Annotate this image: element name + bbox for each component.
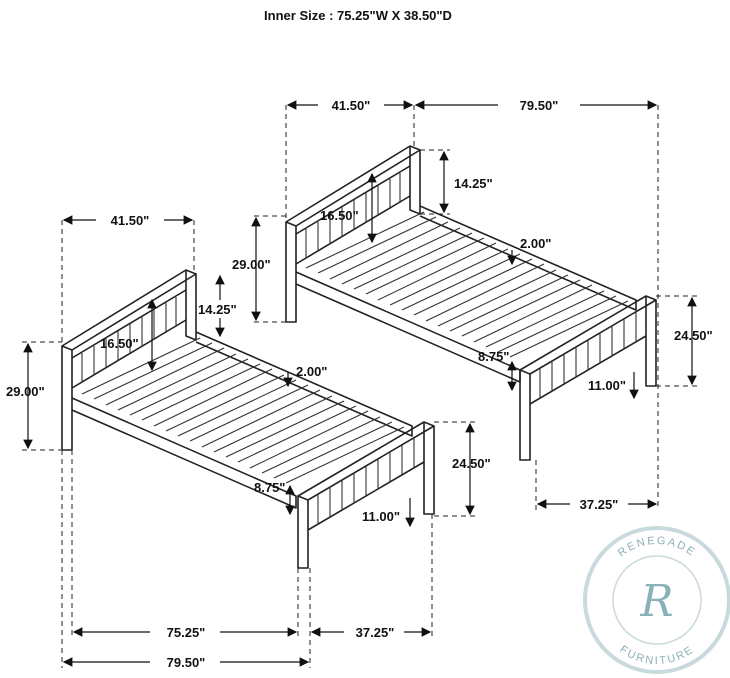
bottom-length-label: 79.50"	[167, 655, 206, 670]
bottom-bed-headboard	[61, 269, 197, 451]
top-rail-height-label: 8.75"	[478, 349, 509, 364]
bottom-inner-length-label: 75.25"	[167, 625, 206, 640]
seal-bottom-text: FURNITURE	[617, 643, 696, 667]
bottom-rail-height-label: 8.75"	[254, 480, 285, 495]
bottom-slat-gap-label: 2.00"	[296, 364, 327, 379]
top-footboard-width-label: 37.25"	[580, 497, 619, 512]
inner-size-title: Inner Size : 75.25"W X 38.50"D	[264, 8, 452, 23]
top-length-label: 79.50"	[520, 98, 559, 113]
top-bed: 41.50" 79.50" 14.25" 16.50" 29.00" 2.00"…	[232, 98, 713, 512]
top-panel-height-label: 16.50"	[320, 208, 359, 223]
bottom-bed: 41.50" 14.25" 16.50" 29.00" 2.00" 24.50"…	[6, 213, 491, 670]
top-total-height-label: 29.00"	[232, 257, 271, 272]
top-leg-height-label: 11.00"	[588, 378, 626, 393]
bottom-bed-slats	[81, 337, 405, 484]
bottom-bed-footboard	[297, 421, 435, 569]
bottom-total-height-label: 29.00"	[6, 384, 45, 399]
bottom-footboard-height-label: 24.50"	[452, 456, 491, 471]
top-slat-gap-label: 2.00"	[520, 236, 551, 251]
top-bed-slats	[305, 211, 629, 358]
top-width-headboard-label: 41.50"	[332, 98, 371, 113]
top-bed-footboard	[519, 295, 657, 461]
bottom-headboard-top-label: 14.25"	[198, 302, 237, 317]
bottom-panel-height-label: 16.50"	[100, 336, 139, 351]
renegade-furniture-seal: RENEGADE FURNITURE R	[583, 526, 730, 674]
top-bed-headboard	[285, 145, 421, 323]
bottom-leg-height-label: 11.00"	[362, 509, 400, 524]
top-headboard-top-label: 14.25"	[454, 176, 493, 191]
seal-monogram: R	[639, 576, 673, 627]
top-footboard-height-label: 24.50"	[674, 328, 713, 343]
bottom-footboard-width-label: 37.25"	[356, 625, 395, 640]
bottom-width-headboard-label: 41.50"	[111, 213, 150, 228]
